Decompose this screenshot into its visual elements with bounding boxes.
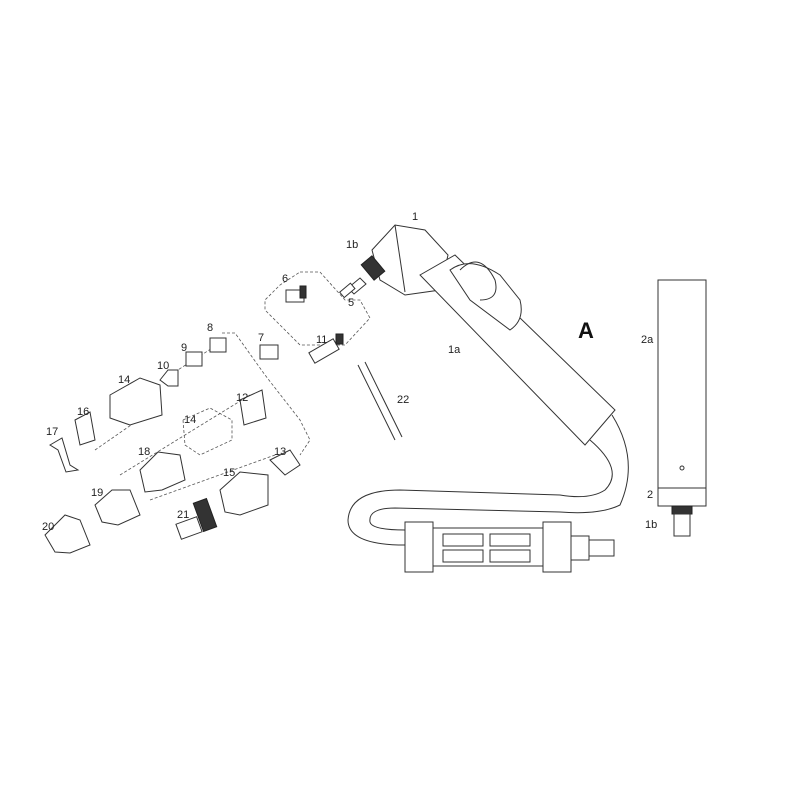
part-22 — [357, 361, 403, 441]
label-21: 21 — [177, 509, 189, 521]
label-8: 8 — [207, 322, 213, 334]
part-13 — [269, 449, 301, 476]
label-19: 19 — [91, 487, 103, 499]
label-13: 13 — [274, 446, 286, 458]
label-1: 1 — [412, 211, 418, 223]
part-14 — [109, 377, 163, 426]
label-2: 2 — [647, 489, 653, 501]
label-9: 9 — [181, 342, 187, 354]
label-14-dashed: 14 — [184, 414, 196, 426]
label-15: 15 — [223, 467, 235, 479]
assembly-line-consumables — [222, 332, 311, 456]
label-22: 22 — [397, 394, 409, 406]
label-16: 16 — [77, 406, 89, 418]
part-18 — [139, 451, 186, 493]
label-20: 20 — [42, 521, 54, 533]
torch-handle — [419, 254, 616, 446]
label-12: 12 — [236, 392, 248, 404]
part-17 — [49, 437, 80, 473]
label-11: 11 — [316, 334, 327, 346]
label-18: 18 — [138, 446, 150, 458]
connector-assembly — [404, 521, 615, 573]
label-1b-head: 1b — [346, 239, 358, 251]
label-1a: 1a — [448, 344, 461, 356]
part-7 — [259, 344, 279, 360]
part-19 — [94, 489, 141, 526]
part-21 — [192, 497, 218, 533]
part-10 — [159, 369, 179, 387]
torch-tube-2a — [657, 279, 707, 537]
part-9 — [185, 351, 203, 367]
part-20 — [44, 514, 91, 554]
part-15 — [219, 471, 269, 516]
part-12 — [239, 389, 267, 426]
label-14-top: 14 — [118, 374, 130, 386]
label-1b-side: 1b — [645, 519, 657, 531]
part-16 — [74, 411, 96, 446]
part-8 — [209, 337, 227, 353]
label-2a: 2a — [641, 334, 654, 346]
label-10: 10 — [157, 360, 169, 372]
label-a: A — [578, 318, 594, 343]
label-5: 5 — [348, 297, 354, 309]
part-14-dashed — [182, 407, 233, 456]
part-5 — [339, 282, 356, 299]
hose — [347, 439, 613, 546]
label-6: 6 — [282, 273, 288, 285]
label-17: 17 — [46, 426, 58, 438]
label-7: 7 — [258, 332, 264, 344]
